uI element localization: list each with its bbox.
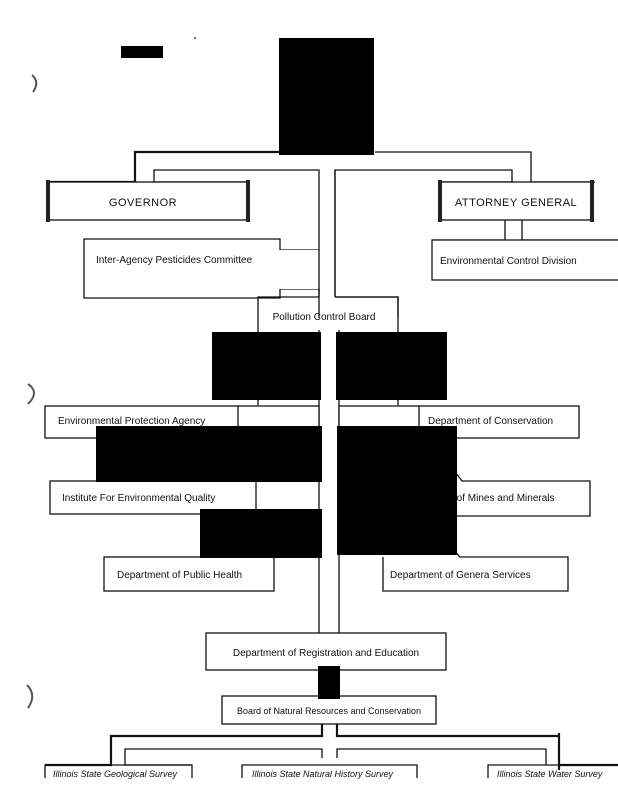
redaction-block: [121, 46, 163, 58]
redaction-block: [279, 38, 374, 155]
pollution-control-board-label: Pollution Control Board: [273, 312, 376, 323]
department-of-general-services-box[interactable]: Department of Genera Services: [382, 547, 569, 592]
natural-history-survey-label: Illinois State Natural History Survey: [252, 769, 394, 779]
environmental-control-division-label: Environmental Control Division: [440, 256, 577, 267]
geological-survey-box[interactable]: Illinois State Geological Survey: [44, 764, 193, 779]
connector: [521, 220, 618, 241]
speck: [194, 37, 196, 39]
board-of-natural-resources-label: Board of Natural Resources and Conservat…: [237, 706, 421, 716]
board-of-natural-resources-box[interactable]: Board of Natural Resources and Conservat…: [221, 695, 437, 725]
redaction-block: [336, 332, 447, 400]
water-survey-label: Illinois State Water Survey: [497, 769, 603, 779]
governor-label: GOVERNOR: [109, 197, 177, 209]
department-of-mines-and-minerals-box[interactable]: ant of Mines and Minerals: [350, 467, 591, 517]
water-survey-box[interactable]: Illinois State Water Survey: [487, 764, 612, 779]
connector: [432, 220, 506, 241]
redaction-block: [318, 666, 340, 699]
geological-survey-label: Illinois State Geological Survey: [53, 769, 178, 779]
redaction-block: [96, 426, 322, 482]
punch-hole-mark: [27, 383, 35, 405]
department-of-public-health-box[interactable]: Department of Public Health: [103, 556, 275, 592]
redaction-block: [337, 426, 457, 555]
redaction-block: [200, 509, 322, 558]
inter-agency-pesticides-committee-label: Inter-Agency Pesticides Committee: [96, 255, 253, 266]
redactions: [96, 38, 457, 699]
attorney-general-label: ATTORNEY GENERAL: [455, 197, 577, 209]
institute-for-environmental-quality-box[interactable]: Institute For Environmental Quality: [49, 480, 257, 515]
department-of-registration-and-education-label: Department of Registration and Education: [233, 648, 419, 659]
attorney-general-box[interactable]: ATTORNEY GENERAL: [438, 180, 594, 222]
redaction-block: [212, 332, 321, 400]
punch-hole-mark: [26, 684, 34, 709]
environmental-protection-agency-label: Environmental Protection Agency: [58, 416, 205, 427]
department-of-conservation-label: Department of Conservation: [428, 416, 553, 427]
bottom-connectors: [45, 724, 618, 770]
department-of-mines-and-minerals-label: ant of Mines and Minerals: [440, 493, 555, 504]
department-of-public-health-label: Department of Public Health: [117, 570, 242, 581]
department-of-registration-and-education-box[interactable]: Department of Registration and Education: [205, 632, 447, 671]
institute-for-environmental-quality-label: Institute For Environmental Quality: [62, 493, 215, 504]
environmental-control-division-box[interactable]: Environmental Control Division: [431, 239, 618, 281]
department-of-general-services-label: Department of Genera Services: [390, 570, 531, 581]
punch-hole-mark: [31, 74, 38, 93]
governor-box[interactable]: GOVERNOR: [46, 180, 250, 222]
natural-history-survey-box[interactable]: Illinois State Natural History Survey: [241, 764, 418, 779]
